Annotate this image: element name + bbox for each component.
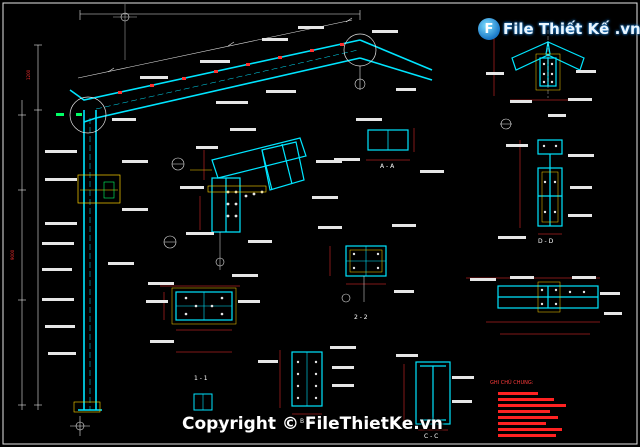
purlins bbox=[118, 43, 344, 94]
section-d-d bbox=[498, 139, 594, 239]
purlin-splice-detail bbox=[466, 276, 622, 335]
section-label-d-d: D - D bbox=[538, 238, 554, 245]
section-c-c bbox=[396, 354, 474, 431]
section-label-b-b: B - B bbox=[300, 418, 315, 425]
filethietke-logo-icon: F bbox=[478, 18, 500, 40]
filethietke-logo[interactable]: F File Thiết Kế .vn bbox=[478, 14, 640, 44]
left-dimension-chain bbox=[18, 44, 42, 410]
section-label-c-c: C - C bbox=[424, 433, 439, 440]
general-notes-lines bbox=[498, 392, 566, 437]
section-b-b bbox=[258, 346, 356, 415]
knee-connection bbox=[77, 174, 121, 204]
left-dimension-values: 9000 1200 bbox=[10, 69, 31, 260]
section-2-2 bbox=[318, 224, 416, 303]
section-a-a bbox=[334, 118, 444, 173]
logo-text: File Thiết Kế .vn bbox=[503, 20, 640, 38]
general-notes-heading: GHI CHÚ CHUNG: bbox=[490, 380, 534, 386]
ridge-connection-detail bbox=[486, 30, 596, 130]
top-dimension-chain bbox=[77, 10, 361, 79]
column bbox=[78, 110, 102, 411]
svg-text:9000: 9000 bbox=[10, 249, 15, 260]
rafter bbox=[69, 39, 433, 123]
section-1-1 bbox=[146, 274, 260, 429]
annotation-bars bbox=[42, 26, 416, 355]
ridge-detail-callout bbox=[343, 33, 377, 67]
ridge-grid-marker bbox=[113, 4, 137, 60]
green-markers bbox=[56, 113, 82, 116]
copyright-watermark: Copyright © FileThietKe.vn bbox=[182, 414, 443, 434]
column-base bbox=[70, 401, 101, 436]
eave-detail-callout bbox=[69, 96, 107, 134]
section-label-2-2: 2 - 2 bbox=[354, 314, 368, 321]
svg-text:1200: 1200 bbox=[26, 69, 31, 80]
portal-frame-elevation: 9000 1200 bbox=[10, 4, 433, 436]
knee-connection-detail bbox=[163, 128, 342, 270]
section-label-1-1: 1 - 1 bbox=[194, 375, 208, 382]
section-label-a-a: A - A bbox=[380, 163, 395, 170]
